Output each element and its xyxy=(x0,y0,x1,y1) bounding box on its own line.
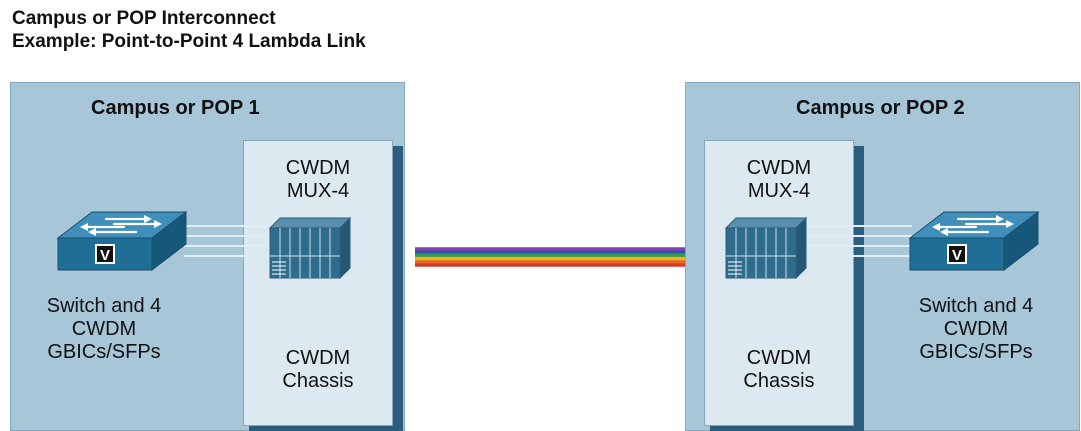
lambda-link xyxy=(415,247,685,267)
chassis-label-1: CWDM Chassis xyxy=(282,347,354,392)
switch-badge: V xyxy=(952,247,962,264)
fiber-bundle-1 xyxy=(184,225,272,257)
switch-badge: V xyxy=(100,247,110,264)
switch-icon xyxy=(908,210,1040,272)
fiber-bundle-2 xyxy=(804,225,912,257)
switch-icon xyxy=(56,210,188,272)
chassis-label-2: CWDM Chassis xyxy=(743,347,815,392)
diagram-subtitle: Example: Point-to-Point 4 Lambda Link xyxy=(12,31,366,52)
site-title-2: Campus or POP 2 xyxy=(796,97,965,119)
mux-icon xyxy=(269,217,351,279)
chassis-1: CWDM MUX-4 CWDM Chassis xyxy=(243,140,393,426)
chassis-2: CWDM MUX-4 CWDM Chassis xyxy=(704,140,854,426)
site-box-1: Campus or POP 1 CWDM MUX-4 CWDM Chassis … xyxy=(10,82,405,431)
mux-icon xyxy=(725,217,807,279)
site-title-1: Campus or POP 1 xyxy=(91,97,260,119)
diagram-title: Campus or POP Interconnect xyxy=(12,8,276,29)
switch-label-2: Switch and 4 CWDM GBICs/SFPs xyxy=(918,295,1034,363)
switch-label-1: Switch and 4 CWDM GBICs/SFPs xyxy=(46,295,162,363)
mux-label-1: CWDM MUX-4 xyxy=(285,157,351,202)
mux-label-2: CWDM MUX-4 xyxy=(746,157,812,202)
